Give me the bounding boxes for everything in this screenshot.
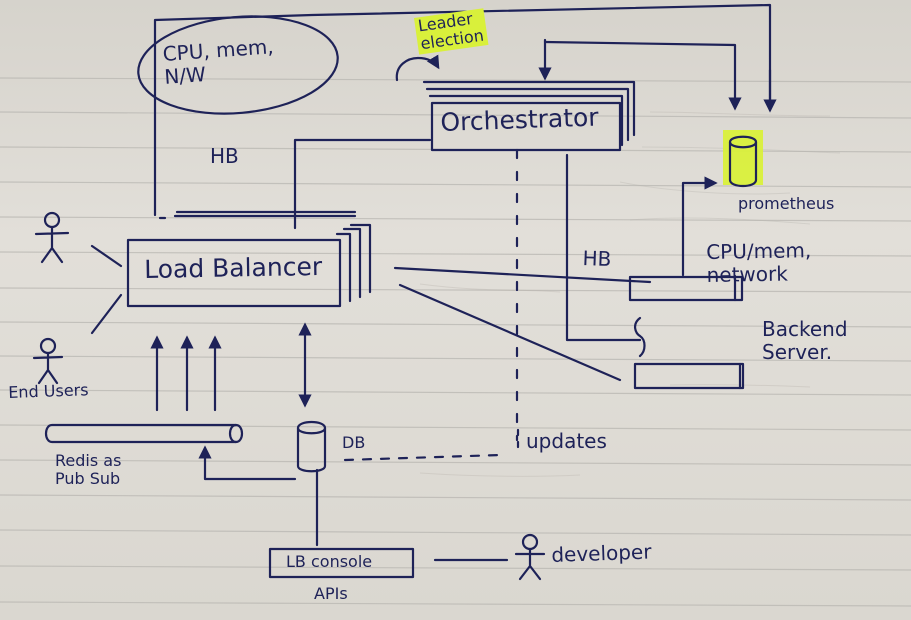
db-label: DB: [342, 433, 366, 452]
user-left-line-2: [90, 293, 123, 335]
lb-top-lines: [158, 210, 357, 220]
prometheus-label: prometheus: [738, 194, 835, 213]
lb-to-backend-bottom-line: [398, 283, 622, 382]
load-balancer-stack-3: [349, 223, 372, 294]
hb-top-label: HB: [210, 144, 239, 168]
lb-to-backend-top-line: [393, 266, 652, 284]
orchestrator-to-lb-line: [293, 138, 432, 230]
prometheus-icon: [723, 130, 763, 188]
end-users-label: End Users: [7, 380, 89, 402]
lb-console-label: LB console: [286, 552, 373, 571]
backend-brace: [634, 316, 646, 358]
prometheus-arrow-line: [681, 176, 718, 277]
load-balancer-label: Load Balancer: [143, 251, 323, 284]
backend-box-1: [628, 275, 744, 302]
apis-label: APIs: [314, 584, 348, 603]
redis-pipe-end: [228, 423, 238, 444]
db-to-redis-arrow: [198, 445, 297, 481]
backend-server-label: Backend Server.: [762, 317, 848, 364]
backend-metrics-label: CPU/mem, network: [705, 238, 812, 287]
lb-console-box: [268, 547, 415, 579]
developer-label: developer: [550, 539, 652, 567]
redis-pubsub-label: Redis as Pub Sub: [55, 451, 122, 489]
orchestrator-stack-2: [425, 87, 630, 142]
hb-right-label: HB: [582, 246, 612, 271]
leader-loop: [395, 54, 440, 82]
load-balancer-stack-2: [342, 227, 362, 299]
cpu-memory-network-note: CPU, mem, N/W: [161, 34, 275, 89]
load-balancer-box: [126, 238, 342, 308]
orchestrator-stack-1: [428, 94, 624, 147]
db-cylinder-top: [296, 426, 327, 435]
redis-pipe: [44, 423, 244, 444]
orchestrator-to-prometheus-line: [543, 40, 742, 111]
load-balancer-stack-1: [335, 232, 352, 303]
updates-label: updates: [526, 429, 607, 453]
orchestrator-stack-3: [422, 80, 636, 137]
user-left-line-1: [90, 244, 123, 268]
orchestrator-box: [430, 101, 622, 152]
backend-box-2: [633, 362, 745, 390]
orchestrator-label: Orchestrator: [439, 102, 600, 137]
top-frame-line: [153, 3, 772, 217]
end-user-2: [32, 337, 64, 385]
db-cylinder: [296, 420, 327, 473]
developer-user: [514, 533, 546, 581]
orchestrator-to-backend-line: [565, 153, 642, 342]
end-user-1: [34, 211, 70, 264]
db-to-updates-dash: [343, 453, 502, 462]
cpu-note-ellipse: [137, 15, 339, 115]
